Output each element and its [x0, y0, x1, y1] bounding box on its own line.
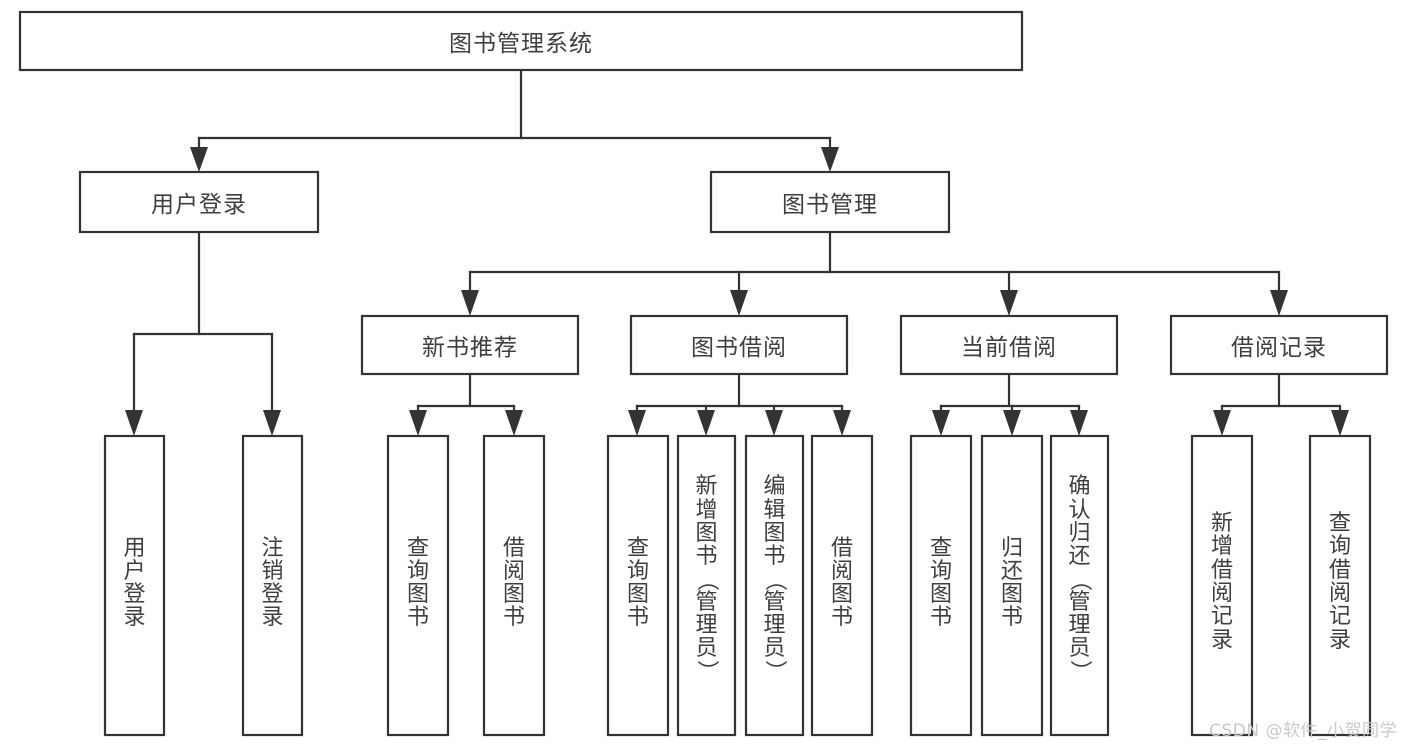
arrow-head-query-book-a	[409, 410, 427, 436]
node-book-management[interactable]	[709, 170, 951, 234]
arrow-head-query-book-b	[628, 410, 646, 436]
leaf-box-query-borrow-record[interactable]	[1308, 434, 1372, 737]
leaf-box-user-login[interactable]	[103, 434, 166, 737]
arrow-head-query-record	[1331, 410, 1349, 436]
arrow-head-edit-book	[765, 410, 783, 436]
leaf-box-query-book-c[interactable]	[909, 434, 973, 737]
node-borrow-record[interactable]	[1169, 314, 1389, 376]
leaf-box-edit-book-admin[interactable]	[744, 434, 805, 737]
leaf-box-borrow-book-b[interactable]	[810, 434, 874, 737]
arrow-head-borrow-book-a	[505, 410, 523, 436]
leaf-box-logout[interactable]	[241, 434, 304, 737]
leaf-box-add-borrow-record[interactable]	[1190, 434, 1254, 737]
arrow-head-new-book-rec	[461, 290, 479, 316]
arrow-head-query-book-c	[932, 410, 950, 436]
arrow-head-book-borrow	[730, 290, 748, 316]
arrow-head-borrow-record	[1270, 290, 1288, 316]
leaf-box-add-book-admin[interactable]	[676, 434, 737, 737]
arrow-head-add-record	[1213, 410, 1231, 436]
leaf-box-query-book-a[interactable]	[386, 434, 450, 737]
leaf-box-borrow-book-a[interactable]	[482, 434, 546, 737]
node-new-book-recommend[interactable]	[360, 314, 580, 376]
node-current-borrow[interactable]	[899, 314, 1119, 376]
arrow-head-current-borrow	[1000, 290, 1018, 316]
node-layer	[18, 10, 1389, 737]
arrow-head-borrow-book-b	[833, 410, 851, 436]
arrow-head-book-mgmt	[821, 147, 839, 172]
arrow-head-leaf-user-login	[125, 410, 143, 436]
node-user-login[interactable]	[78, 170, 320, 234]
arrow-head-leaf-logout	[263, 410, 281, 436]
leaf-box-confirm-return-admin[interactable]	[1049, 434, 1110, 737]
watermark: CSDN @软件_小贺同学	[1209, 721, 1397, 741]
arrow-head-confirm-return	[1070, 410, 1088, 436]
arrow-head-user-login	[190, 147, 208, 172]
leaf-box-return-book[interactable]	[980, 434, 1044, 737]
arrow-head-add-book	[697, 410, 715, 436]
arrow-head-return-book	[1003, 410, 1021, 436]
node-root[interactable]	[18, 10, 1024, 72]
leaf-box-query-book-b[interactable]	[606, 434, 670, 737]
node-book-borrow[interactable]	[629, 314, 849, 376]
connector-layer	[125, 68, 1349, 436]
